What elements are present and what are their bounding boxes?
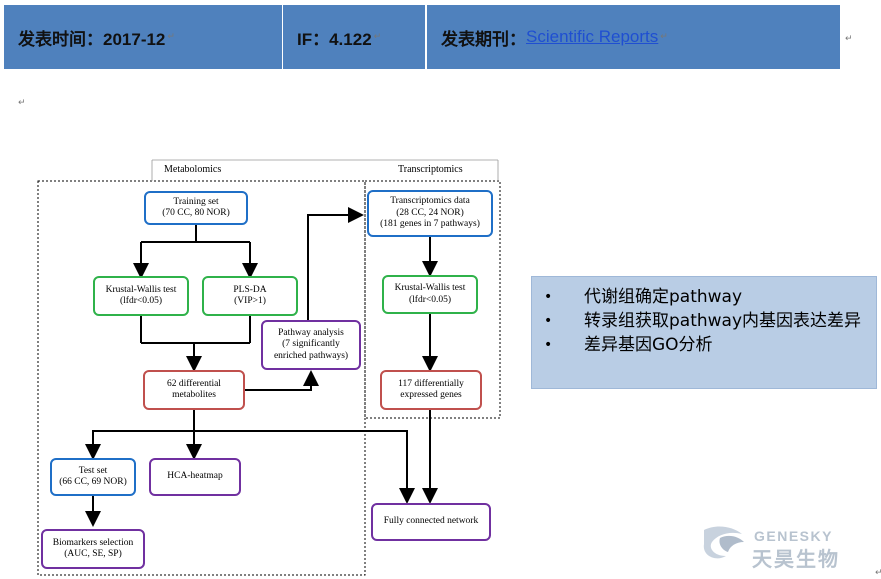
fully-connected-network-box: Fully connected network [371,503,491,541]
pathway-analysis-line-3: enriched pathways) [273,350,349,361]
pathway-analysis-box: Pathway analysis (7 significantly enrich… [261,320,361,370]
network-label: Fully connected network [383,516,479,527]
differential-metabolites-line-2: metabolites [172,390,216,400]
differential-metabolites-line-1: 62 differential [167,378,221,389]
differential-metabolites-box: 62 differential metabolites [143,370,245,410]
summary-panel: • 代谢组确定pathway • 转录组获取pathway内基因表达差异 • 差… [531,276,877,389]
transcriptomics-data-line-3: (181 genes in 7 pathways) [380,219,480,230]
bullet-icon: • [544,289,553,305]
differential-genes-box: 117 differentially expressed genes [380,370,482,410]
summary-item: • 代谢组确定pathway [544,285,868,309]
transcriptomics-data-box: Transcriptomics data (28 CC, 24 NOR) (18… [367,190,493,237]
bullet-icon: • [544,313,553,329]
test-set-line-2: (66 CC, 69 NOR) [59,477,127,487]
plsda-box: PLS-DA (VIP>1) [202,276,298,316]
training-set-line-2: (70 CC, 80 NOR) [162,208,230,218]
differential-genes-line-1: 117 differentially [398,378,464,389]
publish-date-cell: 发表时间：2017-12 ↵ [4,5,284,69]
plsda-line-2: (VIP>1) [234,296,266,306]
summary-item-text: 转录组获取pathway内基因表达差异 [584,311,862,331]
summary-item-text: 代谢组确定pathway [584,287,743,307]
pathway-analysis-line-2: (7 significantly [282,339,340,350]
summary-item: • 转录组获取pathway内基因表达差异 [544,309,868,333]
transcriptomics-frame [364,180,501,419]
transcriptomics-title: Transcriptomics [398,164,463,175]
return-mark: ↵ [845,34,853,44]
training-set-box: Training set (70 CC, 80 NOR) [144,191,248,225]
bullet-icon: • [544,337,553,353]
return-mark: ↵ [660,32,668,42]
impact-factor-text: IF：4.122 [297,29,372,49]
return-mark: ↵ [18,98,26,108]
return-mark: ↵ [373,32,382,42]
summary-item: • 差异基因GO分析 [544,333,868,357]
kruskal-wallis-line-1: Krustal-Wallis test [105,284,177,295]
test-set-box: Test set (66 CC, 69 NOR) [50,458,136,496]
transcriptomics-kruskal-line-1: Krustal-Wallis test [394,283,466,293]
plsda-line-1: PLS-DA [233,284,267,295]
metabolomics-title: Metabolomics [164,164,222,175]
svg-text:GENESKY: GENESKY [754,528,833,544]
training-set-line-1: Training set [173,196,219,207]
pathway-analysis-line-1: Pathway analysis [278,327,344,338]
test-set-line-1: Test set [78,465,108,476]
genesky-logo: GENESKY 天昊生物 [702,522,867,572]
transcriptomics-kruskal-box: Krustal-Wallis test (lfdr<0.05) [382,275,478,314]
kruskal-wallis-line-2: (lfdr<0.05) [119,296,163,306]
biomarkers-line-1: Biomarkers selection [52,537,134,548]
transcriptomics-data-line-2: (28 CC, 24 NOR) [396,207,464,218]
transcriptomics-data-line-1: Transcriptomics data [390,196,470,207]
biomarkers-line-2: (AUC, SE, SP) [64,549,122,559]
summary-item-text: 差异基因GO分析 [584,335,713,355]
kruskal-wallis-box: Krustal-Wallis test (lfdr<0.05) [93,276,189,316]
journal-link[interactable]: Scientific Reports [526,27,659,46]
return-mark: ↵ [875,568,881,578]
hca-heatmap-label: HCA-heatmap [167,471,223,482]
svg-text:天昊生物: 天昊生物 [752,547,840,571]
impact-factor-cell: IF：4.122 ↵ [283,5,427,69]
journal-label: 发表期刊： [441,29,526,49]
transcriptomics-kruskal-line-2: (lfdr<0.05) [408,294,452,305]
return-mark: ↵ [167,32,175,42]
biomarkers-selection-box: Biomarkers selection (AUC, SE, SP) [41,529,145,569]
journal-cell: 发表期刊： Scientific Reports ↵ [427,5,840,69]
summary-list: • 代谢组确定pathway • 转录组获取pathway内基因表达差异 • 差… [544,285,868,357]
differential-genes-line-2: expressed genes [400,390,462,400]
metabolomics-frame [37,180,366,576]
hca-heatmap-box: HCA-heatmap [149,458,241,496]
publish-date-text: 发表时间：2017-12 [18,29,166,49]
